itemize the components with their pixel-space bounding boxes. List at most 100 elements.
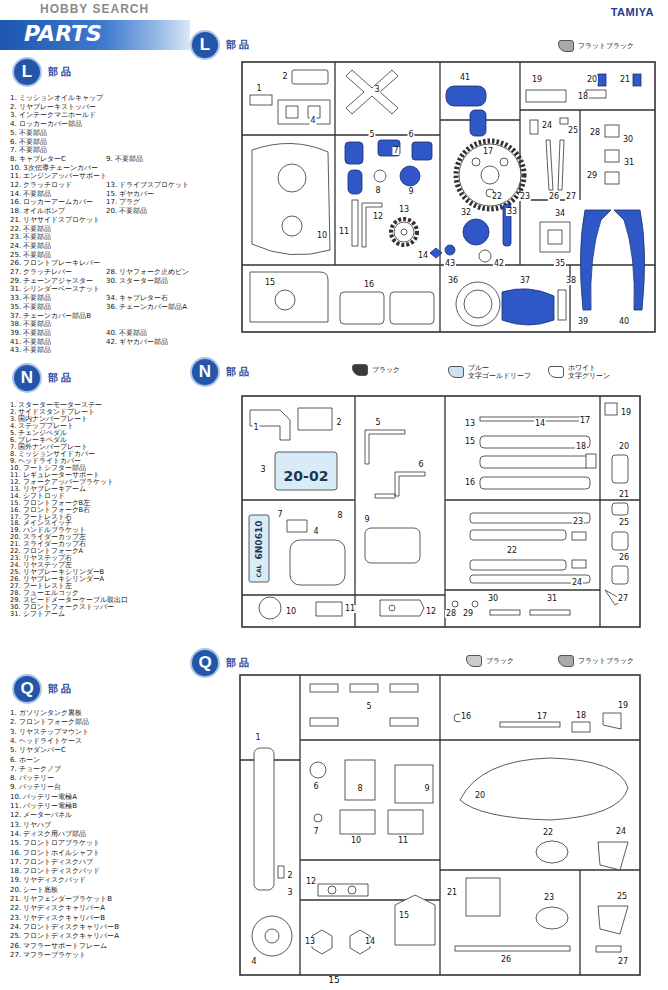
sprue-n [242,396,640,627]
sprue-part [290,540,345,585]
callout-number: 23 [519,193,531,201]
callout-number: 17 [579,417,591,425]
part-list-item: 14. シフトロッド [10,492,65,499]
callout-number: 4 [312,528,319,536]
section-letter: L [14,59,40,85]
part-list-item: 43. 不要部品 [10,347,51,354]
callout-number: 3 [259,466,266,474]
callout-number: 13 [398,206,410,214]
sprue-part [472,601,478,607]
sprue-part [240,675,640,975]
callout-number: 20 [586,76,598,84]
sprue-part [490,610,520,615]
part-list-item: 29. スピードメーターケーブル取出口 [10,597,128,604]
part-list-item: 42. ギヤカバー部品 [106,338,168,345]
part-list-item: 27. フートレスト左 [10,583,72,590]
sprue-part [470,560,566,570]
sprue-part [430,248,442,258]
part-list-item: 19. ハンドルブラケット [10,527,86,534]
legend-entry: フラットブラック [558,655,634,667]
legend-swatch [466,655,482,667]
part-list-item: 21. スライダーカップ右 [10,541,86,548]
part-list-item: 15. ギヤカバー [106,190,154,197]
callout-number: 39 [577,318,589,326]
part-list-item: 26. マフラーサポートフレーム [10,942,107,949]
callout-number: 9 [407,188,414,196]
legend-swatch [558,655,574,667]
sprue-part [612,503,628,515]
sprue-part [346,70,398,114]
sprue-part [633,74,641,86]
callout-number: 12 [425,608,437,616]
sprue-part [466,878,500,916]
callout-number: 6 [417,461,424,469]
callout-number: 8 [356,785,363,793]
callout-number: 5 [374,419,381,427]
part-list-item: 3. リヤステップマウント [10,728,89,735]
callout-number: 22 [491,193,503,201]
part-list-item: 21. リヤフェンダーブラケットB [10,896,112,903]
part-list-item: 25. フロントディスクキャリパーA [10,933,119,940]
part-list-item: 22. フロントフォークA [10,548,83,555]
sprue-part [558,290,566,320]
plate-text: 20-02 [284,469,329,483]
sprue-part [472,158,480,166]
part-list-item: 6. 不要部品 [10,138,47,145]
part-list-item: 5. 不要部品 [10,129,47,136]
sprue-part [452,601,458,607]
callout-number: 5 [365,703,372,711]
sprue-part [470,530,566,540]
sprue-part [348,170,362,194]
callout-number: 14 [534,420,546,428]
section-letter: Q [192,650,218,676]
part-list-item: 22. 不要部品 [10,225,51,232]
section-letter: L [192,32,218,58]
callout-number: 35 [554,260,566,268]
sprue-part [612,566,628,584]
section-banner: PARTS [0,20,190,50]
callout-number: 43 [444,260,456,268]
part-list-item: 16. ロッカーアームカバー [10,199,93,206]
part-list-item: 25. リヤブレーキシリンダーB [10,569,104,576]
callout-number: 22 [506,547,518,555]
part-list-item: 14. 不要部品 [10,190,51,197]
sprue-q [240,675,640,975]
part-list-item: 8. キャブレターC [10,155,66,162]
part-list-item: 41. 不要部品 [10,338,51,345]
part-list-item: 1. ミッションオイルキャップ [10,95,103,102]
callout-number: 3 [373,86,380,94]
section-letter: N [14,365,40,391]
part-list-item: 8. バッテリー [10,775,54,782]
legend-entry: ブルー 文字ゴールドリーフ [448,364,532,380]
callout-number: 7 [276,511,283,519]
sprue-part [250,410,290,440]
part-list-item: 12. フォークアッパーブラケット [10,478,114,485]
part-list-item: 20. 不要部品 [106,208,147,215]
sprue-part [287,520,307,532]
callout-number: 9 [363,516,370,524]
sprue-part [282,216,302,236]
callout-number: 32 [460,209,472,217]
sprue-part [481,166,499,184]
callout-number: 8 [374,187,381,195]
sprue-part [445,245,455,255]
sprue-part [374,170,386,182]
part-list-item: 36. チェーンカバー部品A [106,303,187,310]
section-heading: 部 品 [226,658,249,668]
part-list-item: 30. フロントフォークストッパー [10,604,114,611]
callout-number: 1 [255,85,262,93]
section-heading: 部 品 [48,684,71,694]
callout-number: 14 [417,252,429,260]
sprue-part [249,515,269,582]
legend-swatch [548,366,564,378]
sprue-part [580,210,611,310]
callout-number: 2 [286,872,293,880]
callout-number: 10 [316,232,328,240]
legend-text: ブラック [486,657,514,665]
legend-text: フラットブラック [578,42,634,50]
part-list-item: 9. 不要部品 [106,155,143,162]
part-list-item: 4. ステッププレート [10,423,74,430]
callout-number: 28 [445,610,457,618]
sprue-part [530,120,538,134]
sprue-part [540,222,570,252]
